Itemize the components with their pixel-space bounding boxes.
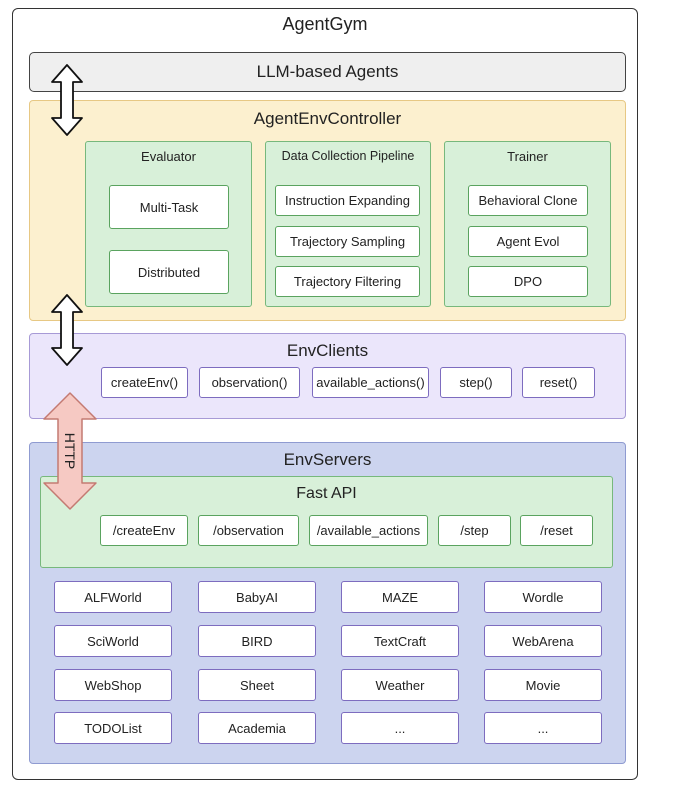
env-item: ...: [484, 712, 602, 744]
env-item: ...: [341, 712, 459, 744]
trainer-title: Trainer: [507, 149, 548, 164]
arrow-controller-clients: [51, 294, 83, 366]
trainer-panel: Trainer Behavioral Clone Agent Evol DPO: [444, 141, 611, 307]
pipeline-item: Trajectory Sampling: [275, 226, 420, 257]
env-item: WebShop: [54, 669, 172, 701]
env-item: ALFWorld: [54, 581, 172, 613]
evaluator-panel: Evaluator Multi-Task Distributed: [85, 141, 252, 307]
env-item: Academia: [198, 712, 316, 744]
clients-title: EnvClients: [286, 341, 369, 360]
pipeline-item: Trajectory Filtering: [275, 266, 420, 297]
trainer-item: Behavioral Clone: [468, 185, 588, 216]
fastapi-endpoint: /reset: [520, 515, 593, 546]
client-method: step(): [440, 367, 512, 398]
servers-title: EnvServers: [283, 450, 372, 469]
env-item: WebArena: [484, 625, 602, 657]
controller-title: AgentEnvController: [253, 109, 402, 128]
fastapi-endpoint: /observation: [198, 515, 299, 546]
env-item: TextCraft: [341, 625, 459, 657]
env-clients: EnvClients createEnv() observation() ava…: [29, 333, 626, 419]
pipeline-item: Instruction Expanding: [275, 185, 420, 216]
env-item: TODOList: [54, 712, 172, 744]
http-arrow: [43, 392, 97, 510]
fastapi-endpoint: /createEnv: [100, 515, 188, 546]
env-item: BabyAI: [198, 581, 316, 613]
env-item: SciWorld: [54, 625, 172, 657]
env-item: BIRD: [198, 625, 316, 657]
env-item: Movie: [484, 669, 602, 701]
evaluator-title: Evaluator: [141, 149, 196, 164]
env-item: MAZE: [341, 581, 459, 613]
trainer-item: Agent Evol: [468, 226, 588, 257]
client-method: observation(): [199, 367, 300, 398]
trainer-item: DPO: [468, 266, 588, 297]
diagram-title: AgentGym: [282, 14, 368, 34]
client-method: createEnv(): [101, 367, 188, 398]
http-label: HTTP: [62, 432, 78, 470]
fastapi-endpoint: /step: [438, 515, 511, 546]
client-method: available_actions(): [312, 367, 429, 398]
evaluator-item: Multi-Task: [109, 185, 229, 229]
env-item: Weather: [341, 669, 459, 701]
agent-env-controller: AgentEnvController Evaluator Multi-Task …: [29, 100, 626, 321]
llm-agents-label: LLM-based Agents: [256, 62, 399, 81]
client-method: reset(): [522, 367, 595, 398]
pipeline-title: Data Collection Pipeline: [281, 149, 415, 163]
arrow-llm-controller: [51, 64, 83, 136]
fastapi-title: Fast API: [296, 485, 357, 502]
env-item: Sheet: [198, 669, 316, 701]
fastapi-endpoint: /available_actions: [309, 515, 428, 546]
evaluator-item: Distributed: [109, 250, 229, 294]
env-servers: EnvServers Fast API /createEnv /observat…: [29, 442, 626, 764]
pipeline-panel: Data Collection Pipeline Instruction Exp…: [265, 141, 431, 307]
fastapi-panel: Fast API /createEnv /observation /availa…: [40, 476, 613, 568]
env-item: Wordle: [484, 581, 602, 613]
llm-agents-bar: LLM-based Agents: [29, 52, 626, 92]
